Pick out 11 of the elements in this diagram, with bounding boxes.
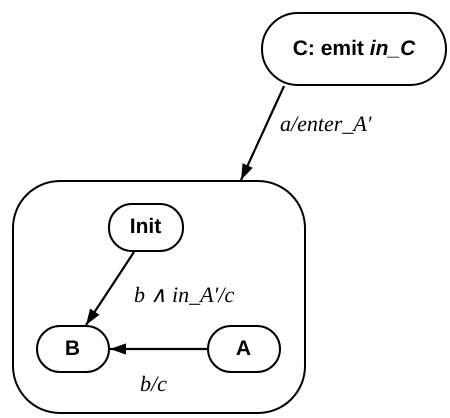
state-name: C: emit in_C <box>292 37 416 61</box>
transition-arrow <box>240 86 286 180</box>
state-name: B <box>64 336 80 360</box>
state-name: A <box>236 336 252 360</box>
state-box <box>108 202 184 252</box>
state-container <box>12 180 306 414</box>
transition-arrow <box>85 251 135 326</box>
state-name: Init <box>130 215 162 239</box>
state-box <box>36 324 110 372</box>
transition-arrow <box>110 343 207 355</box>
state-box <box>206 324 280 372</box>
